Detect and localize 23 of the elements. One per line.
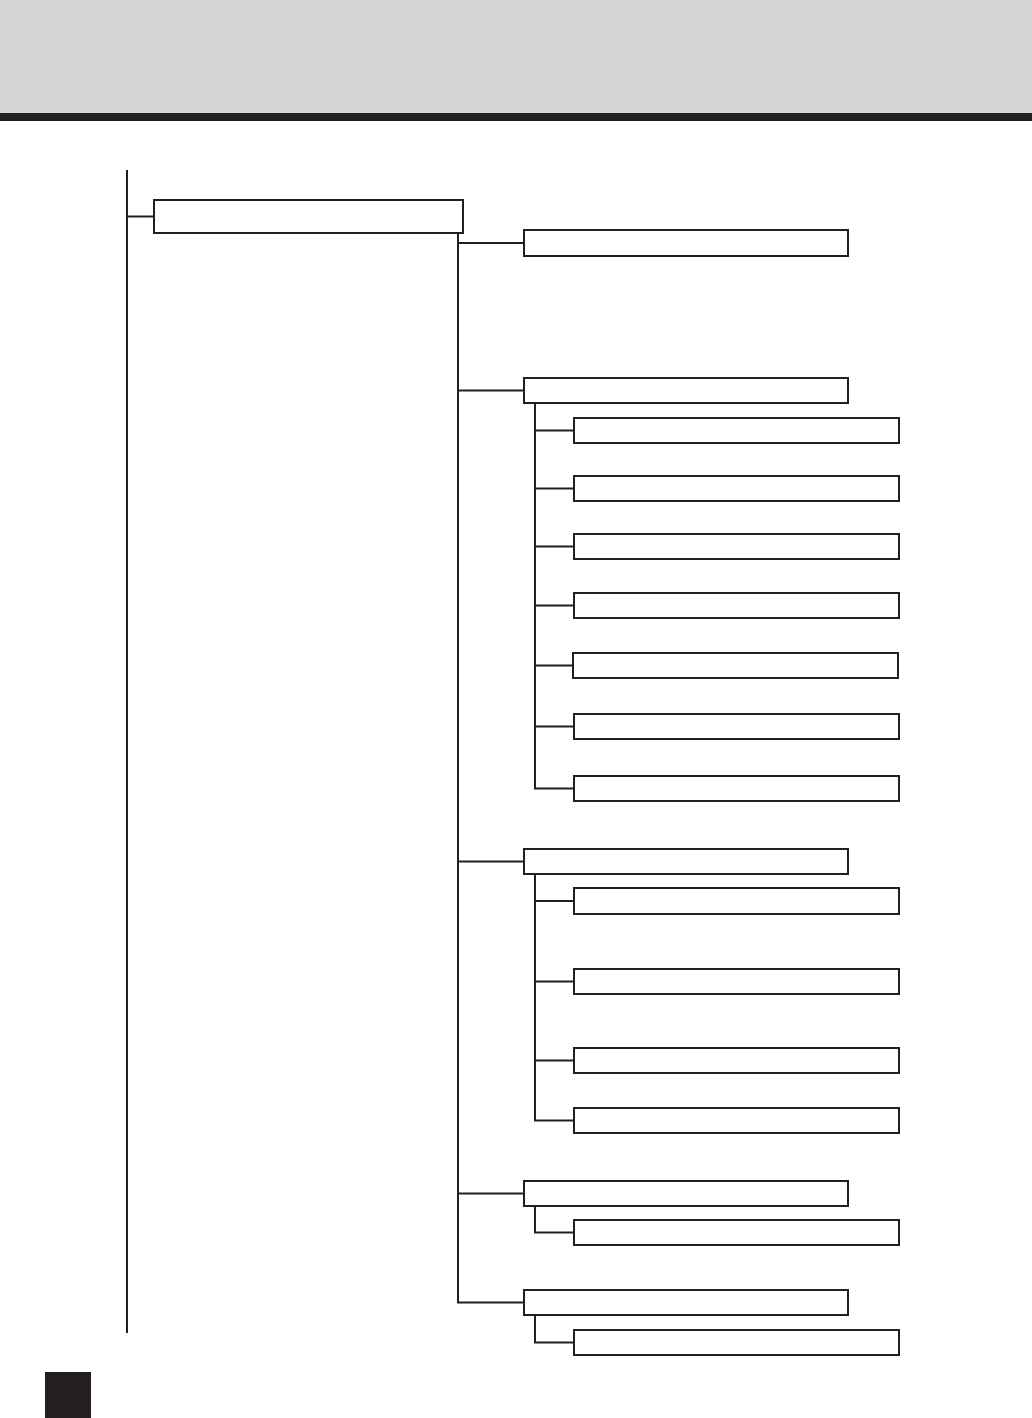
empty-box bbox=[573, 533, 900, 560]
empty-box bbox=[573, 968, 900, 995]
empty-box bbox=[523, 848, 849, 875]
empty-box bbox=[153, 199, 464, 234]
connector-line bbox=[534, 874, 574, 1122]
empty-box bbox=[573, 775, 900, 802]
empty-box bbox=[573, 887, 900, 915]
empty-box bbox=[523, 377, 849, 404]
empty-box bbox=[573, 475, 900, 502]
empty-box bbox=[523, 229, 849, 257]
empty-box bbox=[573, 1107, 900, 1134]
empty-box bbox=[573, 1047, 900, 1074]
empty-box bbox=[523, 1289, 849, 1316]
connector-line bbox=[534, 1206, 574, 1234]
empty-box bbox=[572, 652, 899, 679]
empty-box bbox=[573, 592, 900, 619]
empty-box bbox=[573, 417, 900, 444]
empty-box bbox=[573, 1219, 900, 1246]
connector-line bbox=[126, 169, 154, 1334]
empty-box bbox=[573, 713, 900, 740]
empty-box bbox=[523, 1180, 849, 1207]
connector-line bbox=[534, 1315, 574, 1344]
empty-box bbox=[573, 1329, 900, 1356]
